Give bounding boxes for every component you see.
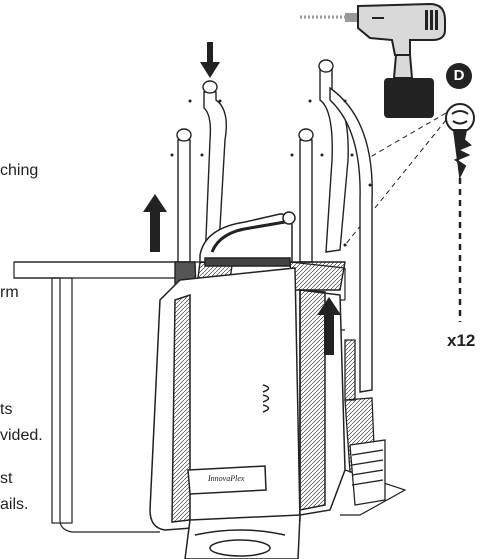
down-arrow-icon <box>200 42 220 78</box>
brand-plate: InnovaPlex <box>208 474 245 483</box>
up-arrow-icon <box>143 194 167 252</box>
cart-body <box>149 211 346 559</box>
up-arrow-icon-right <box>317 297 341 355</box>
callout-badge <box>446 63 472 89</box>
right-handle-frame <box>289 59 373 393</box>
callout-letter: D <box>453 67 465 84</box>
power-drill-icon <box>300 2 446 118</box>
instruction-fragment-4: vided. <box>0 427 43 444</box>
instruction-fragment-3: ts <box>0 401 13 418</box>
instruction-fragment-2: rm <box>0 284 19 301</box>
side-basket <box>344 339 386 506</box>
left-handle-frame <box>174 80 233 291</box>
screw-quantity: x12 <box>447 331 476 350</box>
screw-icon <box>445 103 475 180</box>
instruction-fragment-5: st <box>0 470 13 487</box>
instruction-fragment-6: ails. <box>0 496 29 513</box>
leader-lines <box>344 112 462 322</box>
instruction-fragment-1: ching <box>0 162 39 179</box>
